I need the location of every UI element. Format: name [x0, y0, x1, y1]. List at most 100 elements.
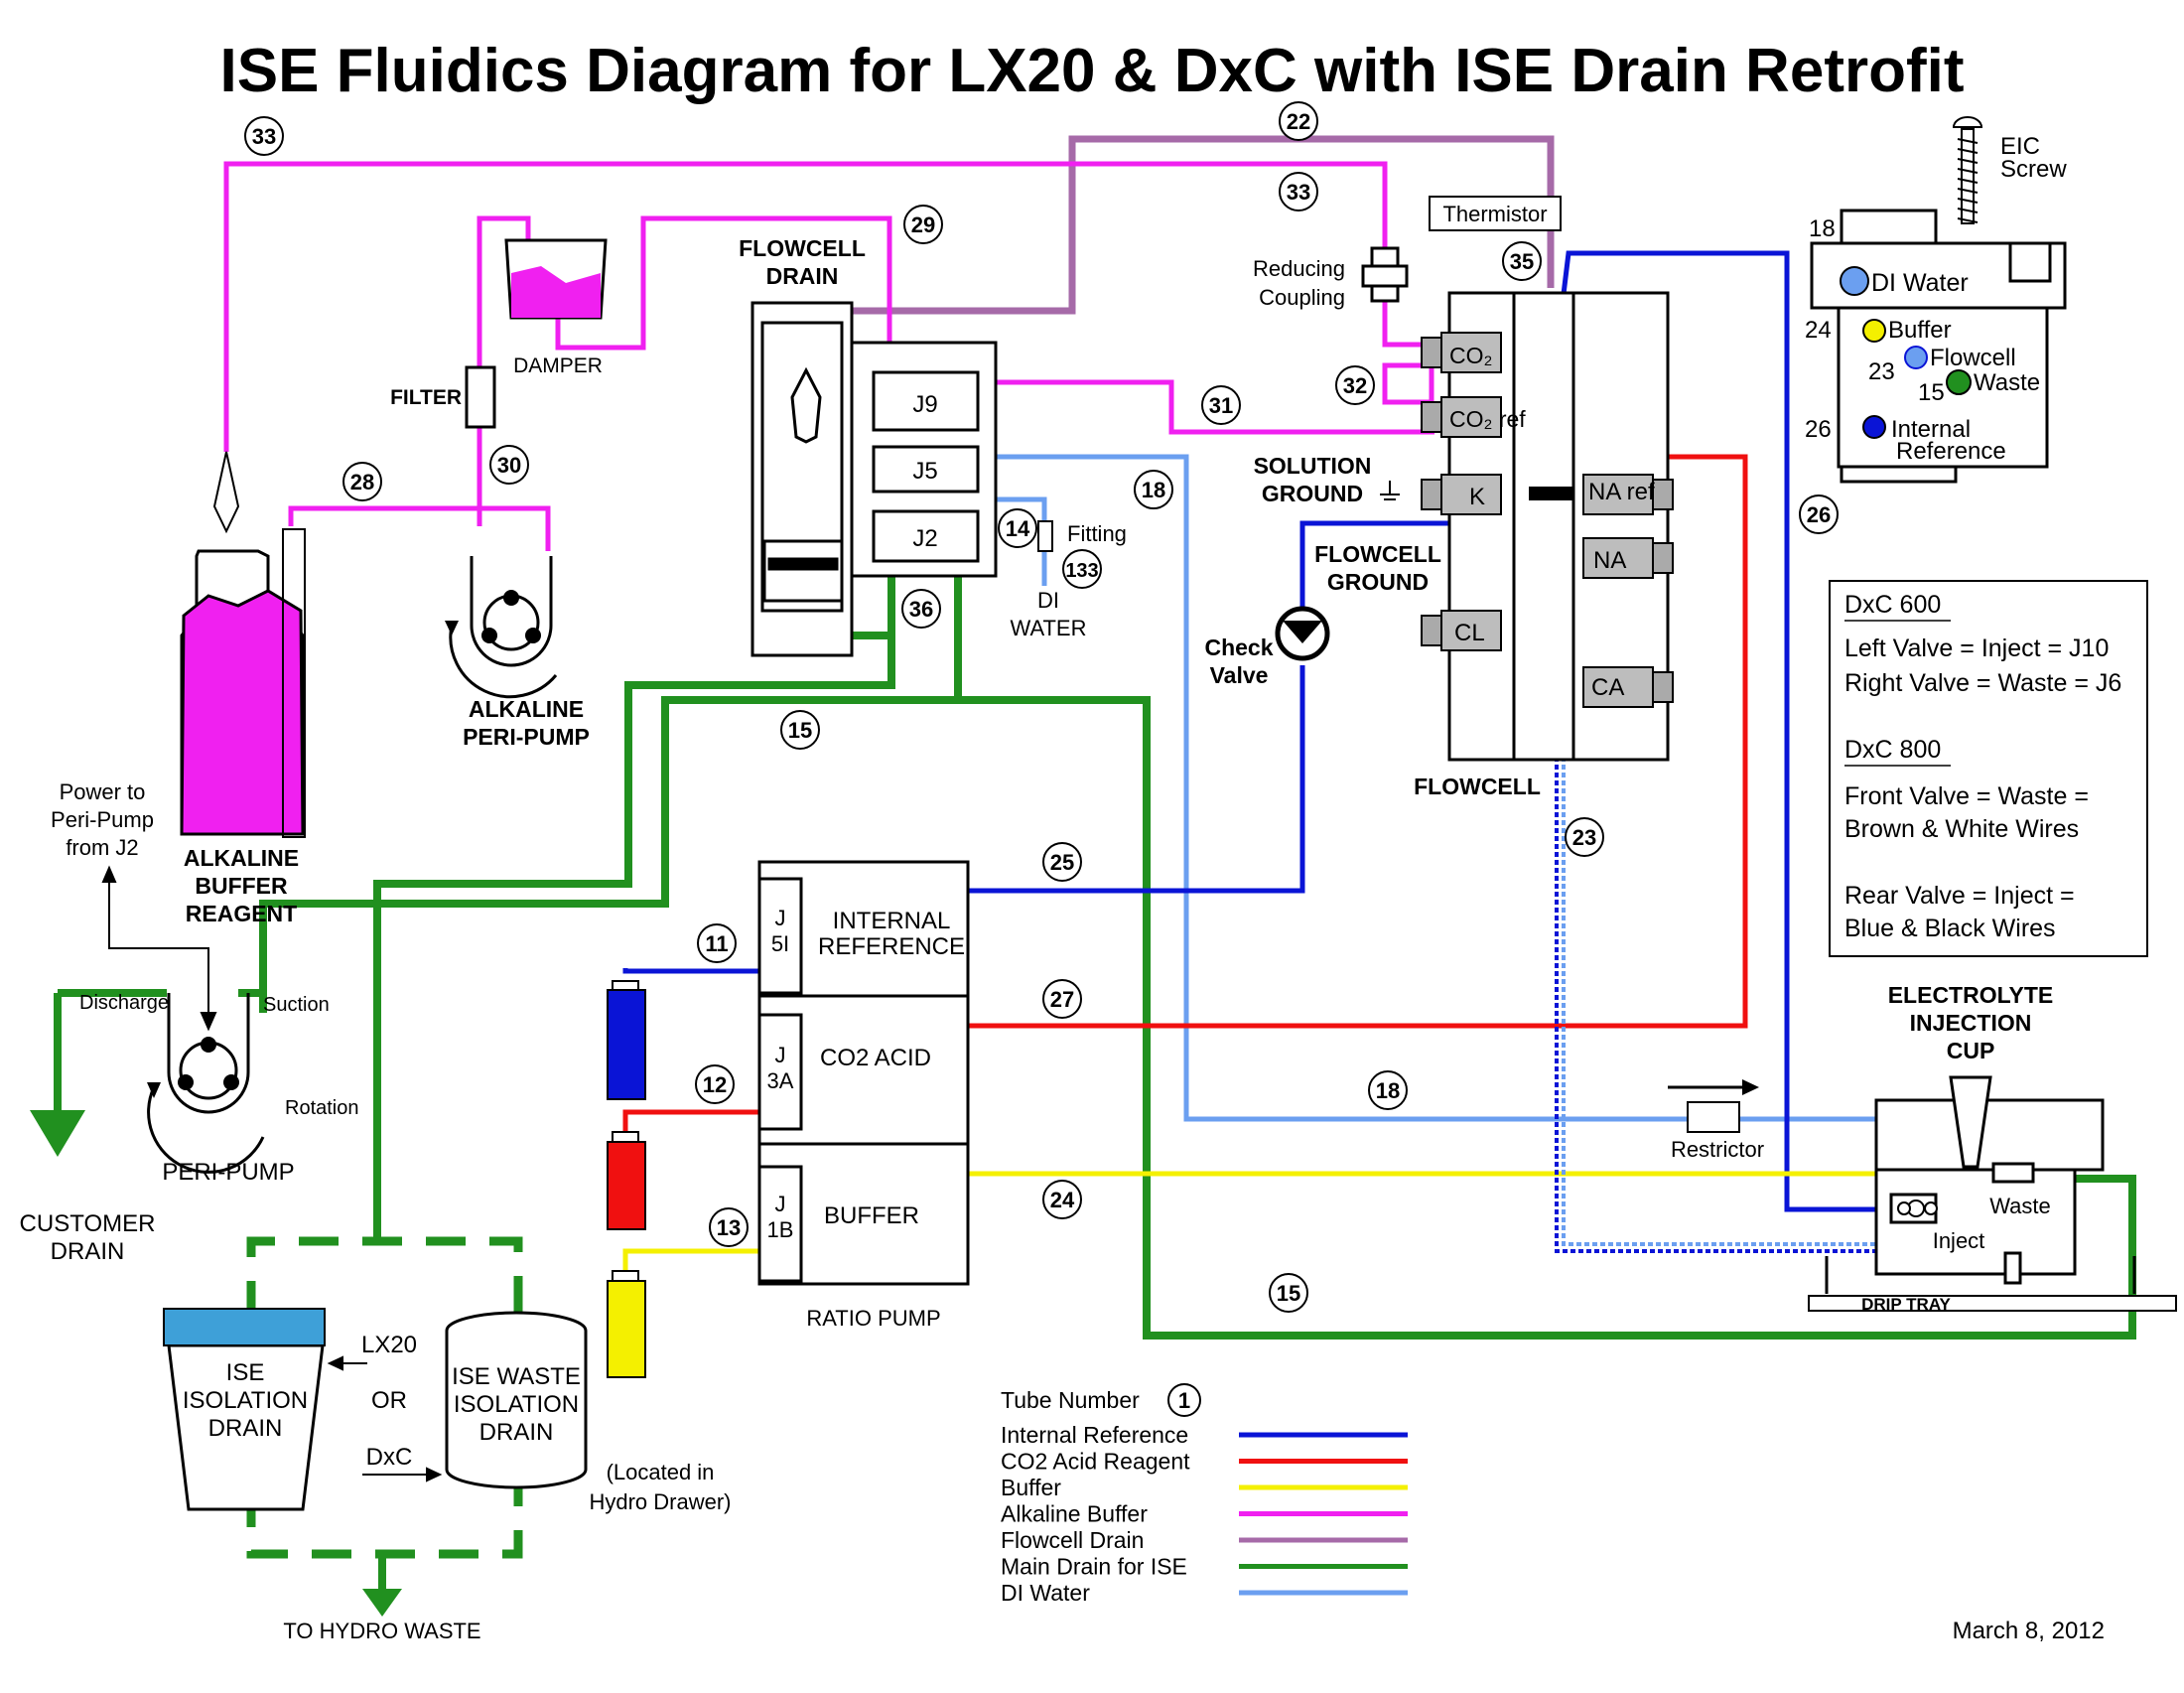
tube-number-circle [695, 1064, 735, 1104]
tube-number-14: 14 [1006, 516, 1030, 541]
tube-number-30: 30 [497, 453, 521, 478]
eic-screw-label-1: EIC [2000, 133, 2040, 160]
alkaline-peri-pump [445, 556, 558, 699]
ratio-pump-label: RATIO PUMP [806, 1306, 940, 1331]
flowcell-label: FLOWCELL [1414, 774, 1541, 799]
internal-ref-label-2: REFERENCE [818, 933, 965, 960]
internal-ref-port [1862, 415, 1886, 439]
isolation-drain-loop [246, 1236, 523, 1559]
eic-screw-label-2: Screw [2000, 156, 2067, 183]
hydro-waste-label: TO HYDRO WASTE [283, 1619, 480, 1643]
co2-electrode-label: CO₂ [1449, 343, 1492, 368]
dxc-line-2: Right Valve = Waste = J6 [1844, 669, 2121, 697]
tube-number-31: 31 [1209, 393, 1233, 418]
filter [465, 365, 496, 429]
eic-cup-label-3: CUP [1947, 1038, 1995, 1063]
lx20-label: LX20 [361, 1332, 417, 1358]
tube-number-circle [1565, 817, 1604, 857]
tube-number-circle [342, 462, 382, 501]
dxc800-heading: DxC 800 [1844, 736, 1941, 764]
tube-number-circle [1279, 172, 1318, 212]
legend-tube-number-example: 1 [1178, 1388, 1190, 1413]
j5-label: J5 [912, 458, 937, 485]
power-label-2: Peri-Pump [51, 807, 154, 832]
customer-drain-label-1: CUSTOMER [20, 1210, 156, 1237]
tube-number-circle [780, 710, 820, 750]
alkaline-buffer-tubing [223, 161, 1434, 551]
alkaline-buffer-reagent-bottle [180, 451, 306, 838]
eic-cup-label-1: ELECTROLYTE [1888, 982, 2054, 1008]
co2ref-electrode-label: CO₂ ref [1449, 406, 1526, 432]
tube-number-circle [1279, 101, 1318, 141]
flowcell-ground-label-2: GROUND [1327, 569, 1429, 595]
tube-number-36: 36 [909, 597, 933, 622]
tube-number-24: 24 [1050, 1188, 1075, 1212]
fitting [1037, 520, 1053, 552]
legend-item-label: Alkaline Buffer [1001, 1501, 1148, 1527]
main-drain-tubing [54, 556, 2136, 1340]
tube-number-circle [1042, 842, 1082, 882]
legend-item-label: Internal Reference [1001, 1422, 1188, 1448]
customer-drain-arrow [30, 1110, 85, 1157]
tube-number-22: 22 [1287, 109, 1310, 134]
tube-number-circle [1799, 494, 1839, 534]
tube-number-12: 12 [703, 1072, 727, 1097]
tube-number-circle [1368, 1070, 1408, 1110]
tube-number-13: 13 [717, 1215, 741, 1240]
legend-item-label: Buffer [1001, 1475, 1061, 1500]
iso-drain-label-3: DRAIN [208, 1415, 283, 1442]
alk-reagent-label-1: ALKALINE [184, 845, 299, 871]
tube-number-32: 32 [1343, 373, 1367, 398]
legend-item-label: Flowcell Drain [1001, 1527, 1144, 1553]
tube-number-33: 33 [252, 124, 276, 149]
legend-item-label: Main Drain for ISE [1001, 1554, 1187, 1580]
drip-tray-label: DRIP TRAY [1861, 1295, 1951, 1314]
dxc-line-5: Rear Valve = Inject = [1844, 882, 2075, 910]
flowcell-drain-label-1: FLOWCELL [739, 235, 866, 261]
dxc-label: DxC [366, 1444, 413, 1471]
lx20-arrow [327, 1355, 367, 1371]
j1b-label-2: 1B [767, 1217, 794, 1242]
dxc-line-1: Left Valve = Inject = J10 [1844, 635, 2109, 662]
tube-number-circle [1335, 365, 1375, 405]
tube-number-25: 25 [1050, 850, 1074, 875]
flowcell-drain-label-2: DRAIN [766, 263, 839, 289]
peri-pump-label: PERI-PUMP [162, 1159, 294, 1186]
tube-number-35: 35 [1510, 249, 1534, 274]
legend-item-label: CO2 Acid Reagent [1001, 1449, 1190, 1475]
rotation-label: Rotation [285, 1097, 359, 1119]
cl-electrode-label: CL [1454, 620, 1485, 646]
flowcell-ground-label-1: FLOWCELL [1314, 541, 1441, 567]
legend-tube-number-label: Tube Number [1001, 1387, 1140, 1413]
reducing-coupling [1361, 246, 1409, 303]
ise-isolation-drain [163, 1308, 326, 1511]
di-water-port [1840, 266, 1869, 296]
thermistor-box [1429, 196, 1562, 231]
restrictor-label: Restrictor [1671, 1137, 1764, 1162]
tube-number-15: 15 [788, 718, 812, 743]
waste-iso-label-2: ISOLATION [454, 1391, 579, 1418]
buffer-port-label: Buffer [1888, 317, 1952, 344]
di-water-label-1: DI [1037, 588, 1059, 613]
flowcell-port [1904, 346, 1928, 369]
legend-item-label: DI Water [1001, 1580, 1090, 1606]
bottle-num-26: 26 [1805, 416, 1832, 443]
ise-waste-isolation-drain [445, 1311, 588, 1489]
waste-port [1946, 369, 1972, 395]
thermistor-label: Thermistor [1442, 202, 1547, 226]
power-label-1: Power to [60, 779, 146, 804]
j9-label: J9 [912, 391, 937, 418]
peri-pump [147, 993, 265, 1174]
tube-number-29: 29 [911, 212, 935, 237]
tube-number-circle [1042, 979, 1082, 1019]
alkaline-peri-label-1: ALKALINE [469, 696, 584, 722]
dxc-line-4: Brown & White Wires [1844, 815, 2079, 843]
internal-ref-label-1: INTERNAL [833, 908, 951, 934]
alk-reagent-label-2: BUFFER [195, 873, 288, 899]
filter-label: FILTER [390, 386, 462, 409]
electrolyte-injection-cup [1808, 1075, 2177, 1312]
flowcell-port-label: Flowcell [1930, 345, 2016, 371]
tube-number-28: 28 [350, 470, 374, 494]
